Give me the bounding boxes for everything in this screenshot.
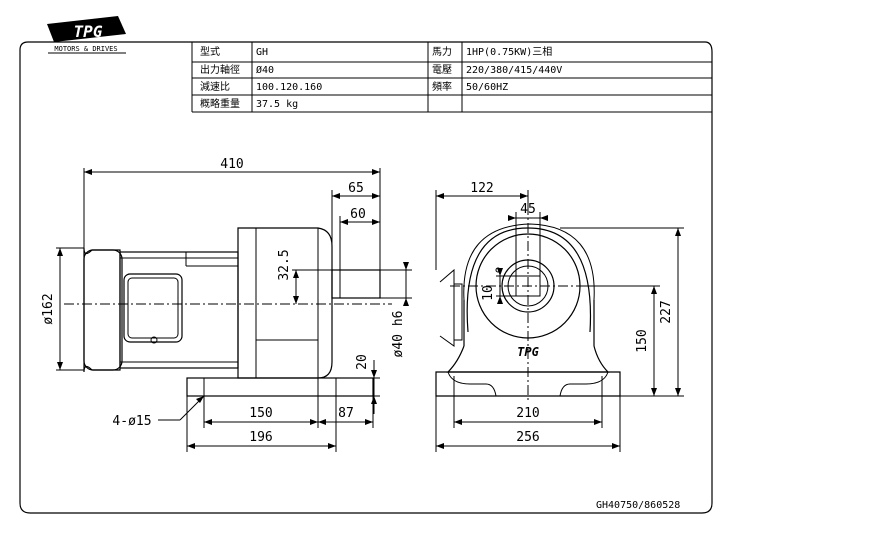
dim-overall-length: 410	[220, 157, 243, 172]
foot-base	[186, 377, 374, 397]
spec-value-frequency: 50/60HZ	[466, 82, 508, 93]
spec-label-voltage: 電壓	[432, 64, 452, 76]
dim-top-offset: 122	[470, 181, 493, 196]
spec-table: 型式 GH 馬力 1HP(0.75KW)三相 出力軸徑 Ø40 電壓 220/3…	[191, 42, 712, 113]
fan-cover	[83, 249, 123, 371]
logo-text: TPG	[74, 22, 103, 41]
dim-shaft-center-height: 150	[635, 329, 650, 352]
terminal-box	[123, 273, 183, 343]
spec-value-shaft: Ø40	[256, 64, 274, 76]
dim-base-width: 256	[516, 430, 539, 445]
dim-key-depth: 10	[481, 285, 496, 301]
dim-total-height: 227	[659, 300, 674, 323]
drawing-number: GH40750/860528	[596, 500, 680, 511]
dim-shaft-diameter: ø40 h6	[391, 311, 406, 358]
output-shaft	[331, 269, 381, 299]
tpg-logo: TPG MOTORS & DRIVES	[47, 16, 126, 54]
spec-label-power: 馬力	[432, 45, 452, 58]
spec-label-shaft: 出力軸徑	[200, 63, 240, 76]
dim-shaft-length: 65	[348, 181, 364, 196]
spec-label-model: 型式	[200, 45, 220, 58]
dim-key-width: 45	[520, 202, 536, 217]
dim-key-height: 32.5	[277, 249, 292, 280]
logo-mark	[47, 16, 126, 42]
dim-foot-length: 196	[249, 430, 272, 445]
side-view: 410 65 60 32.5 ø162 ø40 h6	[41, 157, 412, 452]
dim-mount-holes: 4-ø15	[112, 414, 151, 429]
dim-foot-height: 20	[355, 354, 370, 370]
spec-value-ratio: 100.120.160	[256, 82, 322, 93]
spec-label-ratio: 減速比	[200, 80, 230, 93]
spec-value-power: 1HP(0.75KW)三相	[466, 45, 552, 58]
dim-motor-diameter: ø162	[41, 293, 56, 324]
dim-foot-offset: 87	[338, 406, 354, 421]
spec-value-model: GH	[256, 47, 268, 58]
spec-value-voltage: 220/380/415/440V	[466, 65, 562, 76]
logo-subtitle: MOTORS & DRIVES	[54, 45, 117, 53]
front-view: TPG 122 45 10	[435, 181, 684, 452]
spec-value-weight: 37.5 kg	[256, 99, 298, 110]
dim-foot-hole-span: 210	[516, 406, 539, 421]
motor-body	[119, 251, 239, 369]
dim-foot-span: 150	[249, 406, 272, 421]
spec-label-frequency: 頻率	[432, 80, 452, 93]
drawing-border	[19, 41, 713, 514]
spec-label-weight: 概略重量	[200, 97, 240, 110]
dim-key-length: 60	[350, 207, 366, 222]
